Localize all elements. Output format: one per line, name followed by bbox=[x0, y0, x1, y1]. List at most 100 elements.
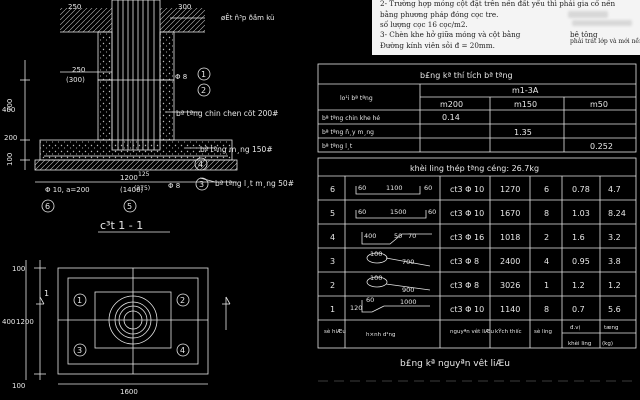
dim-1400-paren: (1400) bbox=[120, 186, 144, 194]
steel-cell-no: 1 bbox=[330, 305, 335, 314]
section-bubble-5: 5 bbox=[127, 202, 132, 211]
dim-300-top: 300 bbox=[178, 3, 191, 11]
steel-footer-label: kÝch th­iíc bbox=[495, 328, 522, 335]
bar-shape-dim: 400 bbox=[364, 232, 376, 240]
steel-cell-type: ct3 Φ 8 bbox=[450, 281, 479, 290]
plan-drawing bbox=[25, 260, 231, 385]
steel-cell-total_w: 3.2 bbox=[608, 233, 621, 242]
steel-cell-total_w: 4.7 bbox=[608, 185, 621, 194]
steel-cell-total_w: 8.24 bbox=[608, 209, 626, 218]
grade-m50: m50 bbox=[590, 100, 608, 109]
steel-cell-total_w: 3.8 bbox=[608, 257, 621, 266]
column bbox=[111, 0, 161, 151]
dim-125: 125 bbox=[138, 171, 150, 178]
steel-footer-label: nguyªn vêt liÆu bbox=[450, 328, 494, 335]
steel-cell-no: 6 bbox=[330, 185, 335, 194]
phi-8-label-1: Φ 8 bbox=[175, 73, 187, 81]
plan-dim-400: 400 bbox=[2, 318, 15, 326]
steel-cell-no: 2 bbox=[330, 281, 335, 290]
callout-concrete-50: bª tªng l¸t m¸ng 50# bbox=[215, 179, 294, 188]
section-bubble-1: 1 bbox=[201, 70, 206, 79]
dim-400-left: 400 bbox=[2, 106, 15, 114]
top-note: øÊt ñ³p ðầm kü bbox=[221, 13, 274, 22]
bar-shape-dim: 60 bbox=[366, 296, 374, 304]
bar-shape-dim: 700 bbox=[402, 258, 414, 266]
steel-footer-label: khèi l­i­ng bbox=[568, 340, 591, 347]
phi-8-label-2: Φ 8 bbox=[168, 182, 180, 190]
bar-shape-dim: 60 bbox=[358, 208, 366, 216]
concrete-row-label-2: bª tªng ñ¸y m¸ng bbox=[322, 129, 374, 136]
section-bubble-4: 4 bbox=[198, 160, 203, 169]
bar-shape-dim: 70 bbox=[408, 232, 416, 240]
bar-shape-dim: 120 bbox=[350, 304, 362, 312]
general-notes: 2- Trường hợp móng cột đặt trên nền đất … bbox=[372, 0, 640, 55]
bar-shape-dim: 60 bbox=[358, 184, 366, 192]
note-line-6: bê tông bbox=[570, 30, 598, 39]
steel-cell-no: 3 bbox=[330, 257, 335, 266]
steel-cell-length: 2400 bbox=[500, 257, 520, 266]
steel-cell-unit_w: 0.78 bbox=[572, 185, 590, 194]
bar-shape-dim: 100 bbox=[370, 250, 382, 258]
concrete-value-m200: 0.14 bbox=[442, 113, 460, 122]
note-line-1: 2- Trường hợp móng cột đặt trên nền đất … bbox=[380, 0, 616, 8]
dim-275: (275) bbox=[134, 185, 150, 192]
bar-shape-dim: 50 bbox=[394, 232, 402, 240]
plan-dim-1600: 1600 bbox=[120, 388, 138, 396]
steel-cell-count: 4 bbox=[544, 257, 549, 266]
pedestal bbox=[97, 31, 175, 141]
concrete-value-m150: 1.35 bbox=[514, 128, 532, 137]
steel-total: khèi l­i­ng thép tªng céng: 26.7kg bbox=[410, 163, 539, 173]
bar-shape-dim: 1500 bbox=[390, 208, 407, 216]
steel-footer-label: sè l­i­ng bbox=[534, 328, 552, 335]
steel-cell-no: 4 bbox=[330, 233, 335, 242]
steel-caption: b£ng kª nguyªn vêt liÆu bbox=[400, 358, 510, 369]
plan-bubble-1: 1 bbox=[77, 296, 82, 305]
plan-bubble-2: 2 bbox=[180, 296, 185, 305]
steel-cell-no: 5 bbox=[330, 209, 335, 218]
plan-dim-100-top: 100 bbox=[12, 265, 25, 273]
steel-cell-count: 6 bbox=[544, 185, 549, 194]
steel-cell-unit_w: 1.2 bbox=[572, 281, 585, 290]
steel-cell-type: ct3 Φ 10 bbox=[450, 209, 484, 218]
plan-dim-1200: 1200 bbox=[16, 318, 34, 326]
dim-250-top: 250 bbox=[68, 3, 81, 11]
dim-100: 100 bbox=[6, 153, 14, 166]
dim-300-paren: (300) bbox=[66, 76, 85, 84]
blurred-text bbox=[568, 11, 608, 18]
section-bubble-2: 2 bbox=[201, 86, 206, 95]
grade-m150: m150 bbox=[514, 100, 537, 109]
dim-250: 250 bbox=[72, 66, 85, 74]
concrete-table bbox=[317, 63, 637, 153]
steel-footer-label: h×nh d¹ng bbox=[366, 331, 396, 338]
steel-cell-length: 3026 bbox=[500, 281, 520, 290]
steel-cell-type: ct3 Φ 10 bbox=[450, 305, 484, 314]
steel-cell-length: 1140 bbox=[500, 305, 520, 314]
section-bubble-6: 6 bbox=[45, 202, 50, 211]
steel-cell-length: 1270 bbox=[500, 185, 520, 194]
concrete-header-col1: lo¹i bª tªng bbox=[340, 95, 373, 102]
bar-shape-dim: 1000 bbox=[400, 298, 417, 306]
steel-footer-label: sè hiÆu bbox=[324, 328, 346, 335]
steel-cell-count: 8 bbox=[544, 305, 549, 314]
steel-cell-unit_w: 0.7 bbox=[572, 305, 585, 314]
steel-cell-length: 1670 bbox=[500, 209, 520, 218]
steel-cell-count: 1 bbox=[544, 281, 549, 290]
note-line-2: bằng phương pháp đóng cọc tre. bbox=[380, 10, 499, 19]
dim-700: 700 bbox=[6, 99, 14, 112]
steel-cell-type: ct3 Φ 10 bbox=[450, 185, 484, 194]
concrete-table-title: b£ng kª thí tích bª tªng bbox=[420, 71, 513, 80]
bar-shape-dim: 100 bbox=[370, 274, 382, 282]
concrete-row-label-1: bª tªng chin khe hé bbox=[322, 115, 380, 122]
note-line-3: số lượng cọc 16 cọc/m2. bbox=[380, 20, 468, 29]
steel-cell-type: ct3 Φ 16 bbox=[450, 233, 484, 242]
steel-footer-label: đ.vị bbox=[570, 325, 580, 331]
note-line-5: Đường kính viên sỏi đ = 20mm. bbox=[380, 41, 495, 50]
phi-10-label: Φ 10, a=200 bbox=[45, 186, 90, 194]
callout-concrete-200: bª tªng chin chen cöt 200# bbox=[176, 109, 278, 118]
bar-shape-dim: 60 bbox=[424, 184, 432, 192]
callout-concrete-150: bª tªng m¸ng 150# bbox=[200, 145, 273, 154]
plan-bubble-4: 4 bbox=[180, 346, 185, 355]
section-drawing bbox=[20, 0, 238, 213]
